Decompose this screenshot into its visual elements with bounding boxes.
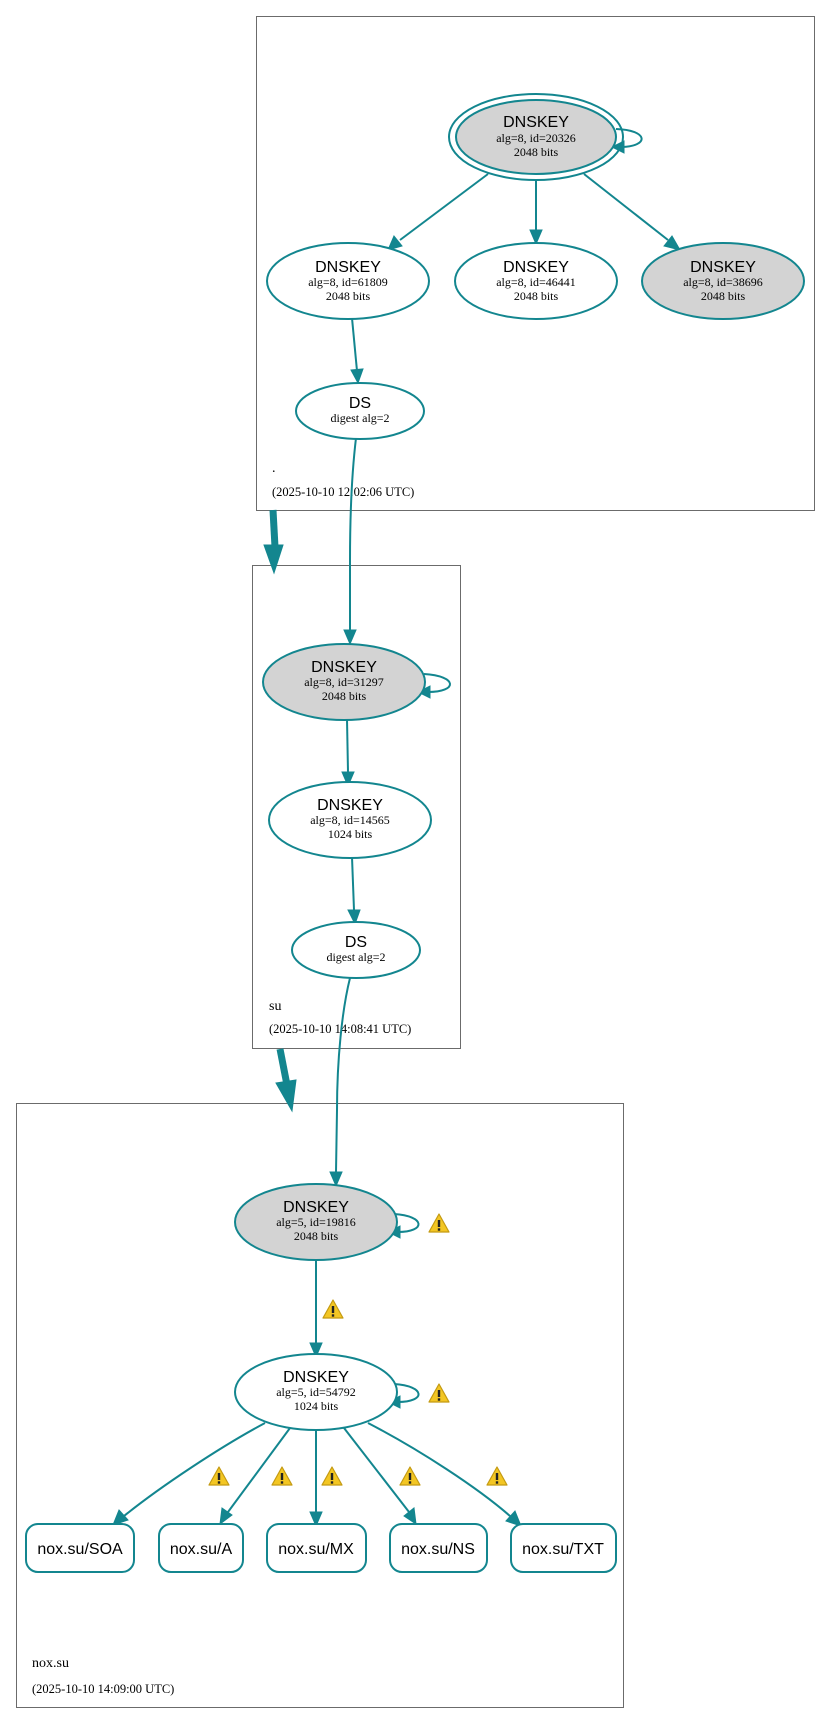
node-title: DNSKEY: [311, 659, 377, 676]
edge-su-ds-to-nox-ksk: [329, 977, 351, 1188]
zone-noxsu-name: nox.su: [32, 1656, 69, 1671]
node-detail: alg=8, id=14565: [310, 813, 390, 827]
edge-nox-ksk-to-54792: [309, 1259, 323, 1359]
node-detail: alg=5, id=19816: [276, 1215, 356, 1229]
edge-54792-to-txt: [367, 1422, 522, 1527]
node-title: DNSKEY: [315, 259, 381, 276]
node-detail: alg=8, id=31297: [304, 675, 384, 689]
ds-node-su[interactable]: DS digest alg=2: [291, 921, 421, 979]
node-detail: alg=8, id=61809: [308, 275, 388, 289]
node-bits: 1024 bits: [328, 827, 373, 841]
edge-su-ksk-to-14565: [341, 718, 355, 788]
rrset-label: nox.su/NS: [401, 1541, 475, 1558]
rrset-label: nox.su/SOA: [37, 1541, 123, 1558]
dnskey-node-nox-19816[interactable]: DNSKEY alg=5, id=19816 2048 bits: [234, 1183, 398, 1261]
node-detail: alg=8, id=46441: [496, 275, 576, 289]
zone-su-name: su: [269, 999, 281, 1014]
edge-root-ksk-to-46441: [529, 179, 543, 246]
edge-54792-to-soa: [112, 1422, 266, 1526]
node-title: DNSKEY: [283, 1199, 349, 1216]
zone-su-timestamp: (2025-10-10 14:08:41 UTC): [269, 1022, 411, 1036]
node-detail: digest alg=2: [330, 411, 389, 425]
rrset-label: nox.su/MX: [278, 1541, 354, 1558]
rrset-label: nox.su/TXT: [522, 1541, 604, 1558]
node-detail: alg=8, id=38696: [683, 275, 763, 289]
dnskey-node-su-14565[interactable]: DNSKEY alg=8, id=14565 1024 bits: [268, 781, 432, 859]
edge-14565-to-su-ds: [347, 856, 361, 926]
dnskey-node-root-61809[interactable]: DNSKEY alg=8, id=61809 2048 bits: [266, 242, 430, 320]
ds-node-root[interactable]: DS digest alg=2: [295, 382, 425, 440]
node-bits: 1024 bits: [294, 1399, 339, 1413]
node-title: DNSKEY: [690, 259, 756, 276]
node-title: DNSKEY: [283, 1369, 349, 1386]
node-bits: 2048 bits: [514, 289, 559, 303]
dnskey-node-su-31297[interactable]: DNSKEY alg=8, id=31297 2048 bits: [262, 643, 426, 721]
delegation-su-to-noxsu: [275, 1048, 297, 1113]
node-bits: 2048 bits: [514, 145, 559, 159]
node-detail: alg=8, id=20326: [496, 131, 576, 145]
zone-root-name: .: [272, 461, 276, 476]
edge-54792-to-mx: [309, 1430, 323, 1528]
rrset-node-soa[interactable]: nox.su/SOA: [25, 1523, 135, 1573]
zone-root-timestamp: (2025-10-10 12:02:06 UTC): [272, 485, 414, 499]
edge-61809-to-root-ds: [350, 317, 364, 385]
edge-root-ksk-to-38696: [583, 173, 682, 251]
node-detail: alg=5, id=54792: [276, 1385, 356, 1399]
edge-54792-to-ns: [343, 1427, 417, 1526]
node-title: DS: [349, 395, 371, 412]
rrset-label: nox.su/A: [170, 1541, 233, 1558]
edge-54792-to-a: [219, 1427, 291, 1526]
edge-root-ds-to-su-ksk: [343, 437, 357, 646]
edge-root-ksk-to-61809: [387, 173, 489, 251]
rrset-node-mx[interactable]: nox.su/MX: [266, 1523, 367, 1573]
node-title: DS: [345, 934, 367, 951]
node-title: DNSKEY: [503, 259, 569, 276]
rrset-node-ns[interactable]: nox.su/NS: [389, 1523, 488, 1573]
dnskey-node-root-38696[interactable]: DNSKEY alg=8, id=38696 2048 bits: [641, 242, 805, 320]
rrset-node-txt[interactable]: nox.su/TXT: [510, 1523, 617, 1573]
node-title: DNSKEY: [503, 114, 569, 131]
node-bits: 2048 bits: [322, 689, 367, 703]
dnskey-node-root-ksk[interactable]: DNSKEY alg=8, id=20326 2048 bits: [448, 93, 624, 181]
dnskey-node-nox-54792[interactable]: DNSKEY alg=5, id=54792 1024 bits: [234, 1353, 398, 1431]
dnskey-node-root-46441[interactable]: DNSKEY alg=8, id=46441 2048 bits: [454, 242, 618, 320]
node-bits: 2048 bits: [294, 1229, 339, 1243]
node-bits: 2048 bits: [326, 289, 371, 303]
node-title: DNSKEY: [317, 797, 383, 814]
rrset-node-a[interactable]: nox.su/A: [158, 1523, 244, 1573]
zone-noxsu-timestamp: (2025-10-10 14:09:00 UTC): [32, 1682, 174, 1696]
node-detail: digest alg=2: [326, 950, 385, 964]
node-bits: 2048 bits: [701, 289, 746, 303]
delegation-root-to-su: [263, 509, 284, 575]
